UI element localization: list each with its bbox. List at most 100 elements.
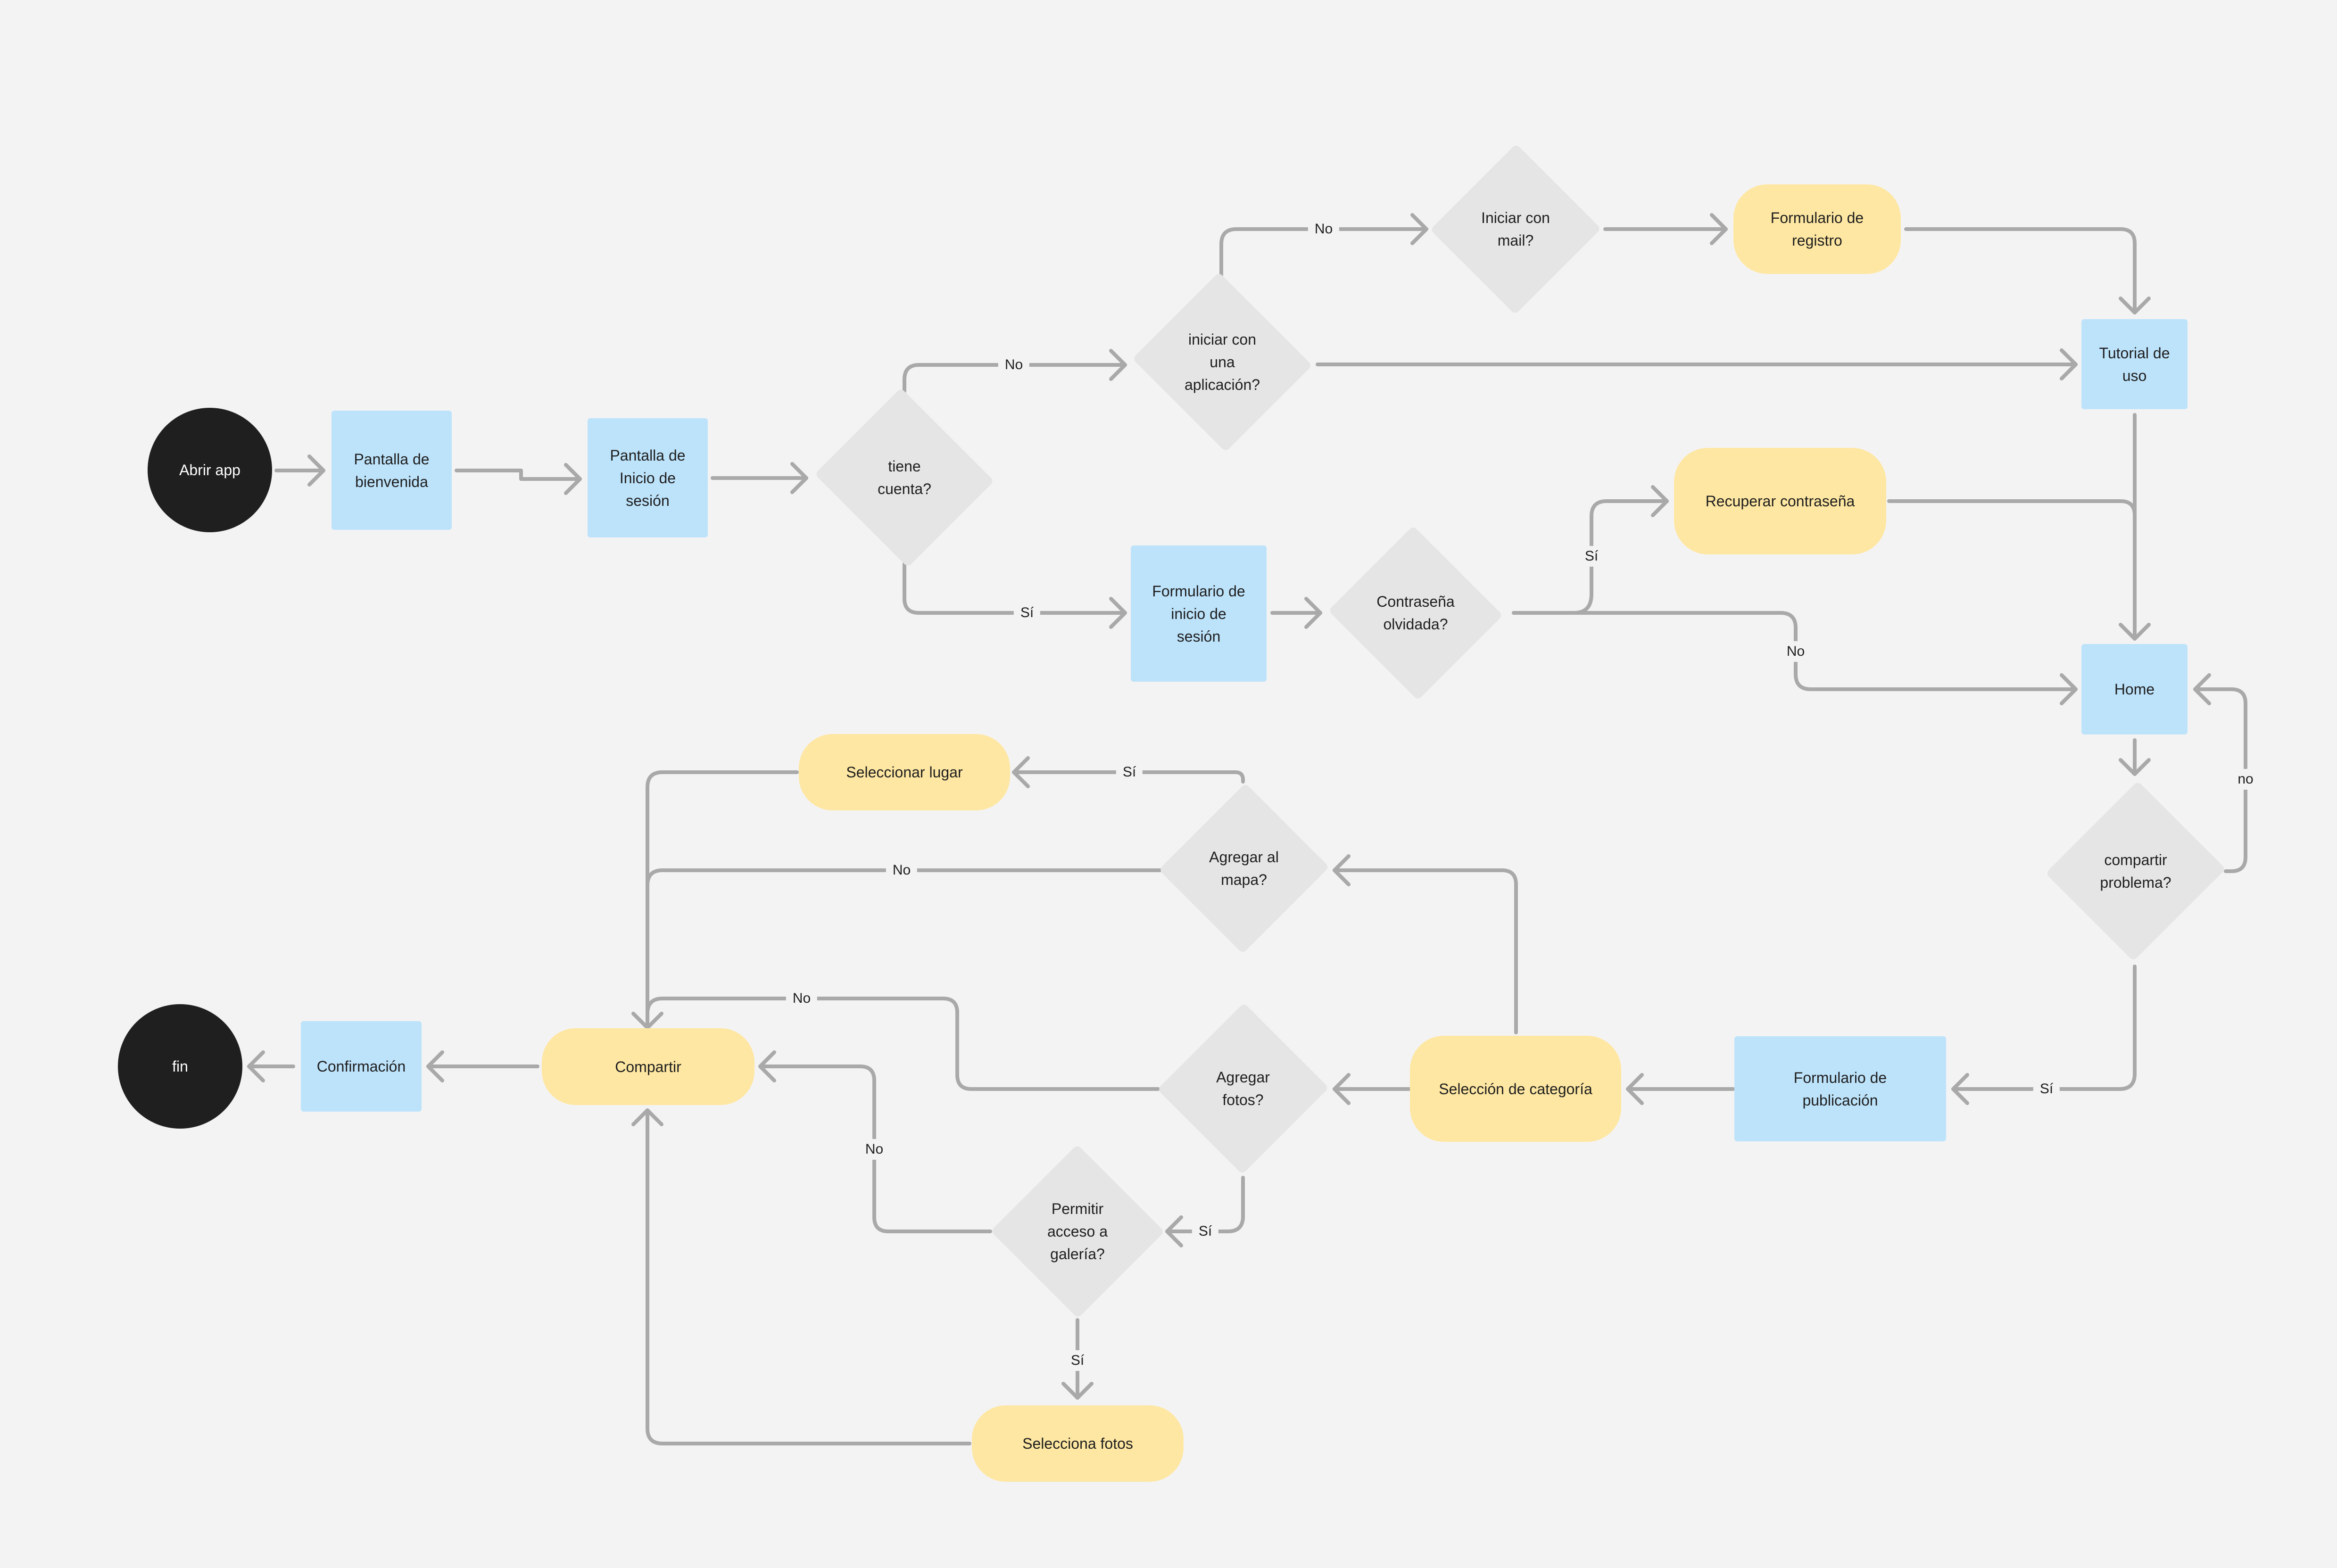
edge-categoria-mapa xyxy=(1333,868,1518,1034)
node-formulario-inicio-sesion[interactable]: Formulario de inicio de sesión xyxy=(1131,545,1267,682)
arrowhead xyxy=(1061,1382,1094,1400)
decision-tiene-cuenta[interactable]: tiene cuenta? xyxy=(811,391,998,564)
arrowhead xyxy=(1109,597,1127,629)
node-label: Selección de categoría xyxy=(1439,1080,1592,1098)
node-selecciona-fotos[interactable]: Selecciona fotos xyxy=(972,1405,1184,1482)
edge-registro-tutorial xyxy=(1904,227,2137,314)
arrowhead xyxy=(2119,297,2151,314)
node-home[interactable]: Home xyxy=(2081,644,2188,734)
arrowhead xyxy=(1333,1073,1351,1105)
node-label: Seleccionar lugar xyxy=(846,764,963,781)
node-label: Tutorial de uso xyxy=(2099,344,2170,384)
node-formulario-publicacion[interactable]: Formulario de publicación xyxy=(1734,1036,1946,1141)
edge-label: Sí xyxy=(1013,602,1041,623)
node-pantalla-inicio-sesion[interactable]: Pantalla de Inicio de sesión xyxy=(588,418,708,537)
arrowhead xyxy=(2193,673,2211,705)
node-seleccion-categoria[interactable]: Selección de categoría xyxy=(1410,1036,1621,1142)
arrowhead xyxy=(631,1012,663,1030)
edge-label: No xyxy=(998,355,1030,375)
edge-fotos-compartir xyxy=(646,1108,971,1445)
arrowhead xyxy=(1165,1215,1183,1247)
decision-iniciar-con-aplicacion[interactable]: iniciar con una aplicación? xyxy=(1129,275,1316,449)
arrowhead xyxy=(1651,485,1669,517)
edge-app-no xyxy=(1219,227,1428,277)
edge-label: Sí xyxy=(1064,1350,1091,1371)
decision-contrasena-olvidada[interactable]: Contraseña olvidada? xyxy=(1326,528,1505,698)
edge-problema-si xyxy=(1951,965,2137,1091)
arrowhead xyxy=(2060,348,2078,380)
arrowhead xyxy=(1304,597,1322,629)
node-label: compartir problema? xyxy=(2100,851,2171,891)
decision-agregar-fotos[interactable]: Agregar fotos? xyxy=(1158,1002,1328,1175)
arrowhead xyxy=(2119,758,2151,776)
node-label: Home xyxy=(2114,681,2155,698)
node-label: Contraseña olvidada? xyxy=(1376,593,1455,633)
decision-iniciar-con-mail[interactable]: Iniciar con mail? xyxy=(1431,143,1600,315)
node-pantalla-bienvenida[interactable]: Pantalla de bienvenida xyxy=(331,411,452,530)
arrowhead xyxy=(631,1108,663,1126)
node-formulario-registro[interactable]: Formulario de registro xyxy=(1733,184,1901,274)
edge-label: No xyxy=(1308,219,1340,239)
node-label: tiene cuenta? xyxy=(878,458,931,497)
edge-lugar-compartir xyxy=(646,770,799,1030)
node-label: Abrir app xyxy=(179,462,240,479)
arrowhead xyxy=(247,1050,265,1082)
node-label: Compartir xyxy=(615,1058,681,1075)
node-tutorial-de-uso[interactable]: Tutorial de uso xyxy=(2081,319,2188,409)
edge-mapa-si xyxy=(1012,770,1245,784)
node-label: Formulario de publicación xyxy=(1793,1069,1887,1109)
edge-cuenta-no xyxy=(903,363,1127,393)
edge-label: Sí xyxy=(2033,1079,2060,1099)
arrowhead xyxy=(2119,623,2151,641)
arrowhead xyxy=(1333,854,1351,886)
arrowhead xyxy=(2060,673,2078,705)
edge-fotos-si xyxy=(1165,1176,1245,1233)
node-compartir[interactable]: Compartir xyxy=(542,1028,754,1105)
arrowhead xyxy=(1951,1073,1969,1105)
edge-cuenta-si xyxy=(903,562,1127,615)
node-label: Recuperar contraseña xyxy=(1705,493,1855,510)
edge-label: No xyxy=(858,1139,890,1160)
arrowhead xyxy=(1710,213,1728,245)
arrowhead xyxy=(1410,213,1428,245)
node-label: Permitir acceso a galería? xyxy=(1047,1200,1108,1263)
node-label: Formulario de registro xyxy=(1770,209,1864,249)
arrowhead xyxy=(307,454,325,487)
edge-label: No xyxy=(886,860,918,881)
arrowhead xyxy=(426,1050,444,1082)
arrowhead xyxy=(790,462,808,494)
node-label: Iniciar con mail? xyxy=(1481,209,1550,249)
edge-label: No xyxy=(786,988,818,1009)
edge-bienvenida-inicio xyxy=(455,469,582,481)
start-node-abrir-app[interactable]: Abrir app xyxy=(148,408,272,532)
arrowhead xyxy=(758,1050,776,1082)
edge-recuperar-home xyxy=(1887,499,2137,517)
edge-label: Sí xyxy=(1192,1221,1219,1242)
node-seleccionar-lugar[interactable]: Seleccionar lugar xyxy=(799,734,1010,810)
edge-label: No xyxy=(1780,641,1812,662)
decision-permitir-galeria[interactable]: Permitir acceso a galería? xyxy=(990,1145,1165,1318)
node-label: Agregar fotos? xyxy=(1216,1069,1270,1108)
node-label: fin xyxy=(172,1058,188,1075)
node-label: Pantalla de Inicio de sesión xyxy=(610,446,686,509)
arrowhead xyxy=(1109,349,1127,381)
edge-label: Sí xyxy=(1116,762,1143,783)
end-node-fin[interactable]: fin xyxy=(118,1004,242,1129)
node-confirmacion[interactable]: Confirmación xyxy=(301,1021,422,1112)
node-label: Formulario de inicio de sesión xyxy=(1152,582,1245,645)
edge-label: Sí xyxy=(1578,546,1605,567)
node-label: Pantalla de bienvenida xyxy=(354,450,430,490)
node-label: Agregar al mapa? xyxy=(1209,849,1279,888)
arrowhead xyxy=(1626,1073,1644,1105)
node-recuperar-contrasena[interactable]: Recuperar contraseña xyxy=(1674,448,1886,554)
decision-agregar-al-mapa[interactable]: Agregar al mapa? xyxy=(1160,782,1328,955)
decision-compartir-problema[interactable]: compartir problema? xyxy=(2047,779,2224,964)
arrowhead xyxy=(1012,756,1030,788)
edge-fotos-no xyxy=(646,997,1160,1091)
edge-mapa-no xyxy=(646,868,1162,887)
node-label: Confirmación xyxy=(316,1058,406,1075)
node-label: iniciar con una aplicación? xyxy=(1184,331,1260,393)
arrowhead xyxy=(564,463,582,495)
edge-label: no xyxy=(2231,769,2260,790)
